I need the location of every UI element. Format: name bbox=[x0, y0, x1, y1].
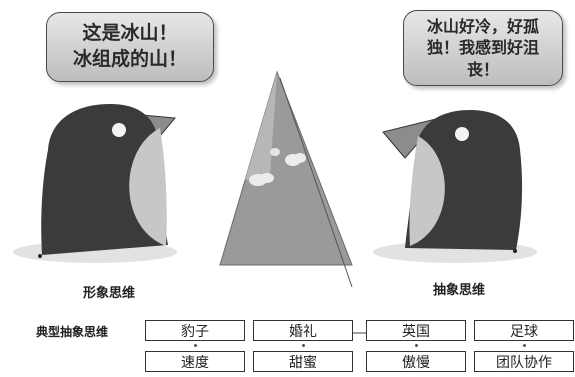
caption-concrete-thinking: 形象思维 bbox=[83, 286, 136, 301]
caption-abstract-thinking: 抽象思维 bbox=[433, 283, 486, 298]
pair-4-bottom: 团队协作 bbox=[474, 351, 574, 372]
left-penguin-foot-dot bbox=[38, 254, 42, 258]
speech-bubble-concrete: 这是冰山！ 冰组成的山！ bbox=[46, 12, 214, 82]
left-penguin-belly bbox=[129, 128, 167, 246]
iceberg-cloud-4 bbox=[294, 153, 306, 163]
speech-bubble-abstract: 冰山好冷，好孤 独！我感到好沮 丧！ bbox=[403, 10, 563, 86]
pair-3-bottom: 傲慢 bbox=[366, 351, 466, 372]
right-penguin bbox=[382, 110, 523, 253]
bubble-left-line1: 这是冰山！ bbox=[82, 22, 178, 45]
row-label-typical-abstract: 典型抽象思维 bbox=[36, 325, 109, 339]
pair-3-dot bbox=[415, 344, 418, 347]
bubble-right-line1: 冰山好冷，好孤 bbox=[426, 16, 539, 36]
bubble-right-line3: 丧！ bbox=[466, 59, 499, 79]
pair-4-dot bbox=[523, 344, 526, 347]
right-penguin-foot-dot bbox=[513, 249, 517, 253]
left-penguin-eye bbox=[112, 123, 126, 137]
right-penguin-eye bbox=[455, 127, 469, 141]
pair-2-top: 婚礼 bbox=[253, 320, 353, 341]
pair-2-bottom: 甜蜜 bbox=[253, 351, 353, 372]
iceberg-cloud-5 bbox=[270, 148, 280, 156]
left-penguin bbox=[38, 104, 176, 258]
pair-1-dot bbox=[194, 344, 197, 347]
iceberg-cloud-2 bbox=[260, 173, 274, 183]
pair-3-top: 英国 bbox=[366, 320, 466, 341]
right-penguin-belly bbox=[409, 136, 445, 246]
iceberg-pointer-line bbox=[279, 77, 353, 288]
pair-4-top: 足球 bbox=[474, 320, 574, 341]
iceberg-shape bbox=[219, 70, 353, 266]
bubble-right-line2: 独！我感到好沮 bbox=[426, 38, 539, 58]
bubble-left-line2: 冰组成的山！ bbox=[72, 48, 187, 70]
pair-1-top: 豹子 bbox=[145, 320, 245, 341]
iceberg-highlight bbox=[245, 72, 277, 180]
pair-1-bottom: 速度 bbox=[145, 351, 245, 372]
iceberg bbox=[219, 70, 353, 288]
pair-2-dot bbox=[302, 344, 305, 347]
